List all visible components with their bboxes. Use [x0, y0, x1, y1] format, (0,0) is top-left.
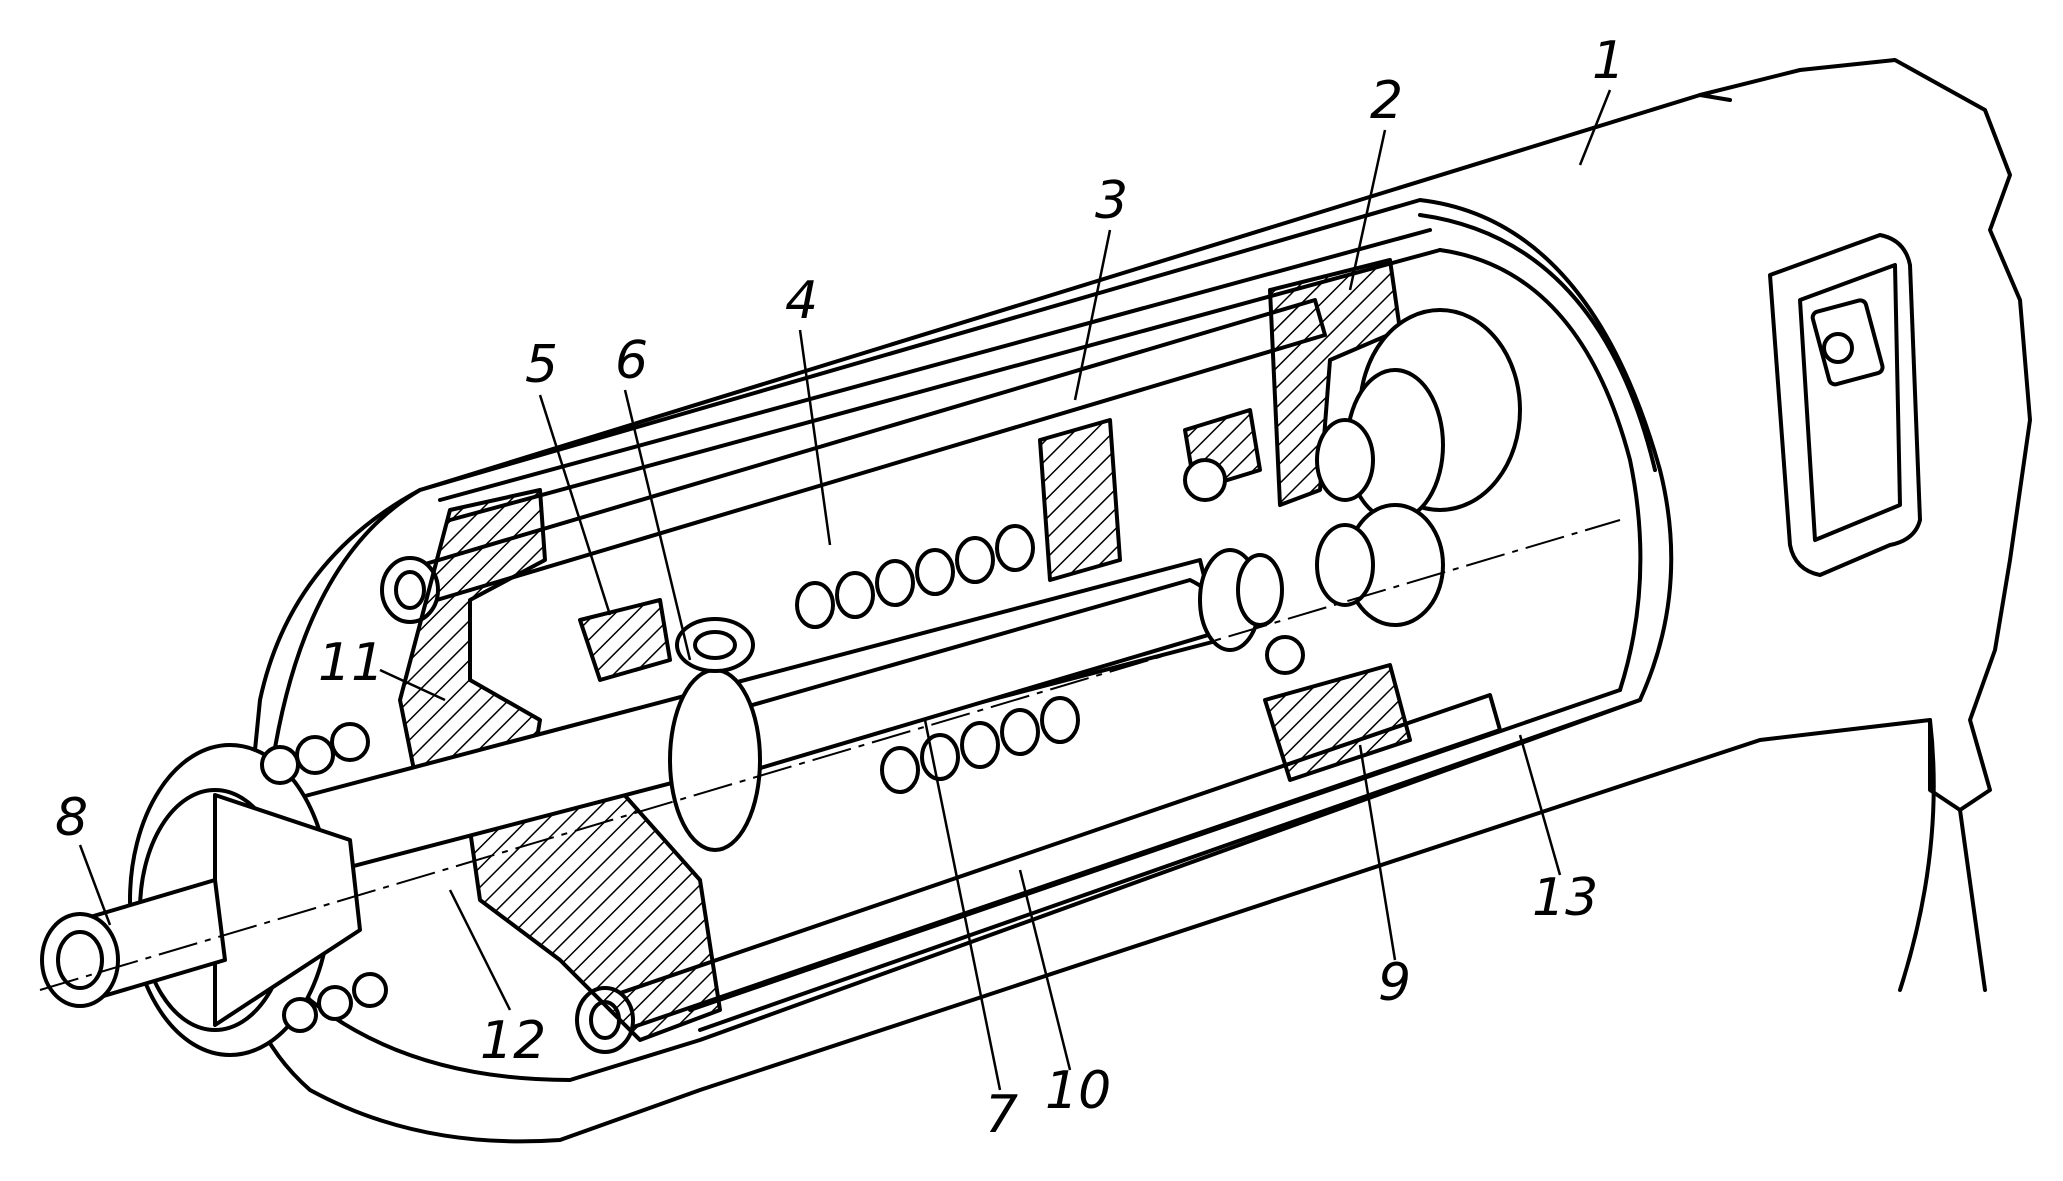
callout-10: 10: [1045, 1061, 1111, 1121]
callout-13: 13: [1532, 868, 1598, 928]
callout-1: 1: [1592, 31, 1625, 91]
side-switch: [1770, 235, 1920, 575]
callout-5: 5: [525, 335, 558, 395]
callout-7: 7: [985, 1085, 1018, 1145]
callout-11: 11: [318, 633, 384, 693]
callout-12: 12: [480, 1011, 546, 1071]
callout-4: 4: [785, 271, 818, 331]
callout-2: 2: [1370, 71, 1403, 131]
callout-9: 9: [1378, 953, 1411, 1013]
callout-3: 3: [1095, 171, 1128, 231]
callout-8: 8: [55, 788, 88, 848]
callout-6: 6: [615, 331, 648, 391]
